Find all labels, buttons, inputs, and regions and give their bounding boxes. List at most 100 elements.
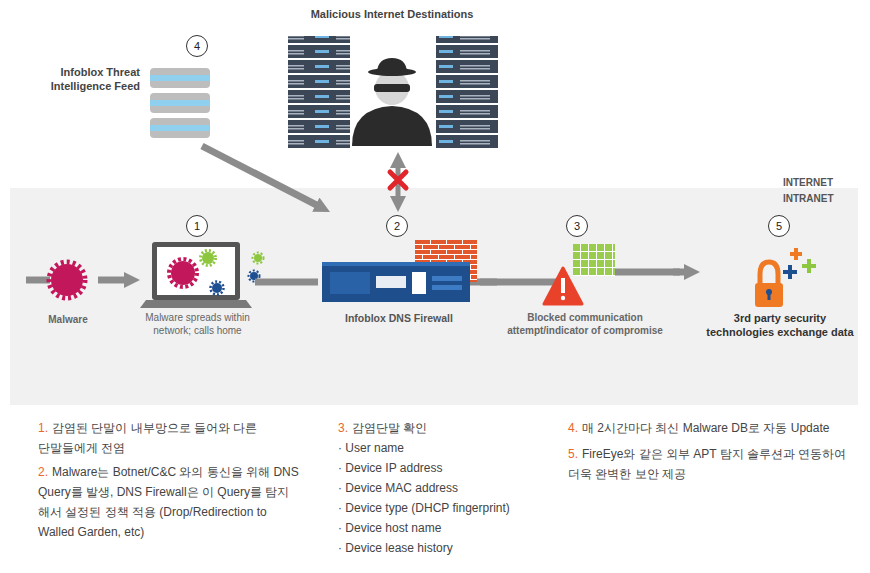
drawing-part [561,278,565,293]
note-paragraph: 4. 매 2시간마다 최신 Malware DB로 자동 Update [568,418,858,438]
diagram-node: Infoblox Threat Intelligence Feed [40,62,212,146]
bullet-text: · Device IP address [338,461,443,475]
drawing-part [544,268,582,304]
drawing-part [212,283,222,293]
drawing-part [322,262,470,302]
drawing-part [573,244,615,276]
bullet-item: · Device MAC address [338,478,568,498]
drawing-part [374,84,410,92]
note-paragraph: 3. 감염단말 확인 [338,418,558,438]
flow-connector [673,269,690,276]
note-text: 감염단말 확인 [352,421,427,435]
drawing-part [288,36,350,148]
drawing-part [788,265,792,279]
drawing-part [376,276,406,288]
malware-icon [49,262,85,298]
drawing-part [150,100,210,106]
drawing-part [150,93,210,113]
drawing-part [807,259,811,273]
blocked-indicator [544,244,615,304]
drawing-part [211,282,224,295]
drawing-part [375,71,409,105]
flow-connector [98,277,130,284]
callout-number: 3 [566,215,588,237]
node-label: Blocked communication attempt/indicator … [497,312,673,337]
drawing-part [152,242,240,300]
callout-number: 5 [768,215,790,237]
server-stacks [288,36,498,148]
threat-feed-server [150,68,210,138]
callout-number: 1 [186,215,208,237]
firewall-appliance [322,240,477,302]
callout-number: 2 [386,215,408,237]
drawing-part [254,254,262,262]
drawing-part [377,58,407,72]
intranet-band [10,188,858,405]
node-label: Infoblox DNS Firewall [318,312,480,325]
drawing-part [412,272,426,294]
bullet-text: · Device lease history [338,541,453,555]
bullet-text: · Device type (DHCP fingerprint) [338,501,510,515]
drawing-part [253,253,264,264]
drawing-part [390,172,406,188]
note-text: 매 2시간마다 최신 Malware DB로 자동 Update [582,421,829,435]
flow-connector [255,279,318,286]
note-number: 3. [338,421,348,435]
bullet-item: · Device type (DHCP fingerprint) [338,498,568,518]
drawing-part [432,285,462,290]
bullet-text: · User name [338,441,404,455]
diagram-node: Malware [38,258,98,327]
node-label: Malware [38,314,98,327]
note-text: Malware는 Botnet/C&C 와의 통신을 위해 DNS Query를… [38,465,299,539]
drawing-part [330,272,370,294]
note-number: 1. [38,421,48,435]
hacker-figure [352,58,432,146]
flow-connector [480,279,497,286]
zone-label: INTRANET [783,193,834,204]
bullet-item: · Device IP address [338,458,568,478]
note-paragraph: 2.Malware는 Botnet/C&C 와의 통신을 위해 DNS Quer… [38,462,300,542]
drawing-part [150,118,210,138]
diagram-node: Malicious Internet Destinations [284,8,500,152]
node-label: Infoblox Threat Intelligence Feed [40,66,140,94]
drawing-part [760,262,778,284]
bullet-item: · Device lease history [338,538,568,558]
node-label: Malware spreads within network; calls ho… [140,312,255,337]
security-lock-icon [755,248,816,307]
drawing-part [470,279,562,286]
node-label: Malicious Internet Destinations [284,8,500,22]
note-number: 2. [38,465,48,479]
laptop-icon [140,242,264,308]
drawing-part [390,172,406,188]
callout-number: 4 [186,35,208,57]
drawing-part [432,276,462,281]
diagram-node: Blocked communication attempt/indicator … [497,238,673,337]
drawing-part [202,252,214,264]
drawing-part [768,292,771,300]
drawing-part [26,277,50,284]
zone-label: INTERNET [783,177,833,188]
note-number: 5. [568,447,578,461]
diagram-node: 3rd party security technologies exchange… [700,238,860,340]
drawing-part [171,261,195,285]
drawing-part [794,248,798,260]
drawing-part [322,262,470,266]
note-paragraph: 5.FireEye와 같은 외부 APT 탐지 솔루션과 연동하여 더욱 완벽한… [568,444,853,484]
node-label: 3rd party security technologies exchange… [700,312,860,340]
drawing-part [140,300,252,308]
note-number: 4. [568,421,578,435]
drawing-part [436,36,498,148]
note-paragraph: 1.감염된 단말이 내부망으로 들어와 다른 단말들에게 전염 [38,418,270,458]
drawing-part [352,106,432,146]
bullet-item: · User name [338,438,568,458]
drawing-part [150,75,210,81]
bullet-text: · Device MAC address [338,481,458,495]
drawing-part [150,68,210,88]
drawing-part [49,262,85,298]
drawing-part [201,251,216,266]
drawing-part [157,247,235,295]
flow-connector [202,146,321,207]
bullet-item: · Device host name [338,518,568,538]
drawing-part [150,125,210,131]
note-text: FireEye와 같은 외부 APT 탐지 솔루션과 연동하여 더욱 완벽한 보… [568,447,846,481]
